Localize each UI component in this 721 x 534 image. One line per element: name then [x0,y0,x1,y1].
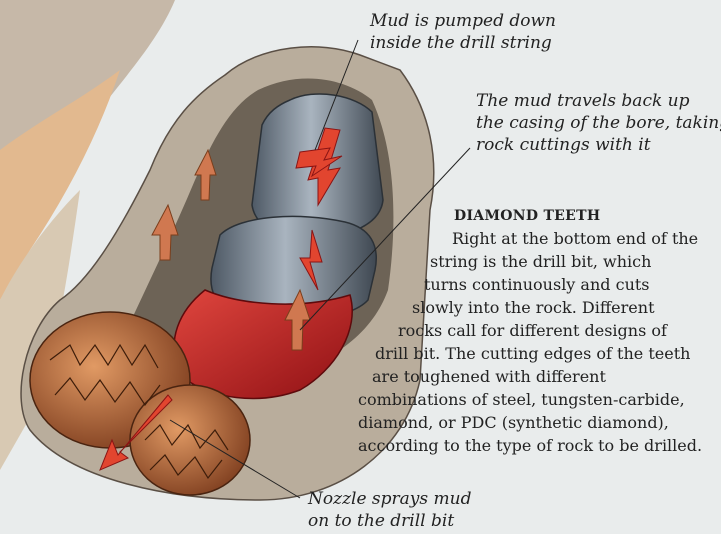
label-line: inside the drill string [370,32,556,54]
label-line: Nozzle sprays mud [308,488,471,510]
label-nozzle-sprays: Nozzle sprays mud on to the drill bit [308,488,471,532]
panel-line: string is the drill bit, which [430,251,651,274]
label-line: the casing of the bore, taking [476,112,721,134]
label-line: The mud travels back up [476,90,721,112]
panel-line: diamond, or PDC (synthetic diamond), [358,412,669,435]
panel-line: are toughened with different [372,366,606,389]
panel-heading: DIAMOND TEETH [454,208,600,224]
label-line: Mud is pumped down [370,10,556,32]
label-mud-travels-back: The mud travels back up the casing of th… [476,90,721,156]
label-line: on to the drill bit [308,510,471,532]
panel-line: drill bit. The cutting edges of the teet… [375,343,690,366]
panel-line: turns continuously and cuts [424,274,650,297]
label-mud-pumped-down: Mud is pumped down inside the drill stri… [370,10,556,54]
panel-line: rocks call for different designs of [398,320,667,343]
panel-line: slowly into the rock. Different [412,297,655,320]
panel-line: combinations of steel, tungsten-carbide, [358,389,685,412]
panel-line: Right at the bottom end of the [452,228,698,251]
label-line: rock cuttings with it [476,134,721,156]
panel-line: according to the type of rock to be dril… [358,435,702,458]
